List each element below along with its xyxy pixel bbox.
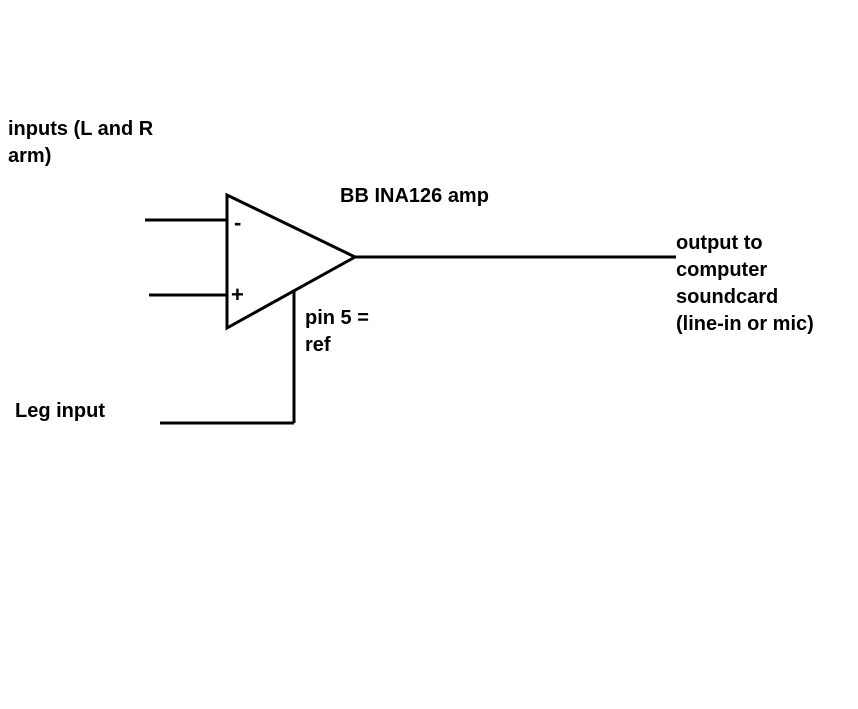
inverting-sign: - [234,210,241,235]
non-inverting-sign: + [231,282,244,307]
leg-input-label: Leg input [15,400,105,422]
inputs-label: inputs (L and R arm) [8,118,154,167]
output-label: output to computer soundcard (line-in or… [676,232,814,335]
pin5-ref-label: pin 5 = ref [305,307,369,356]
amplifier-triangle [225,192,359,331]
amplifier-name-label: BB INA126 amp [340,185,489,207]
